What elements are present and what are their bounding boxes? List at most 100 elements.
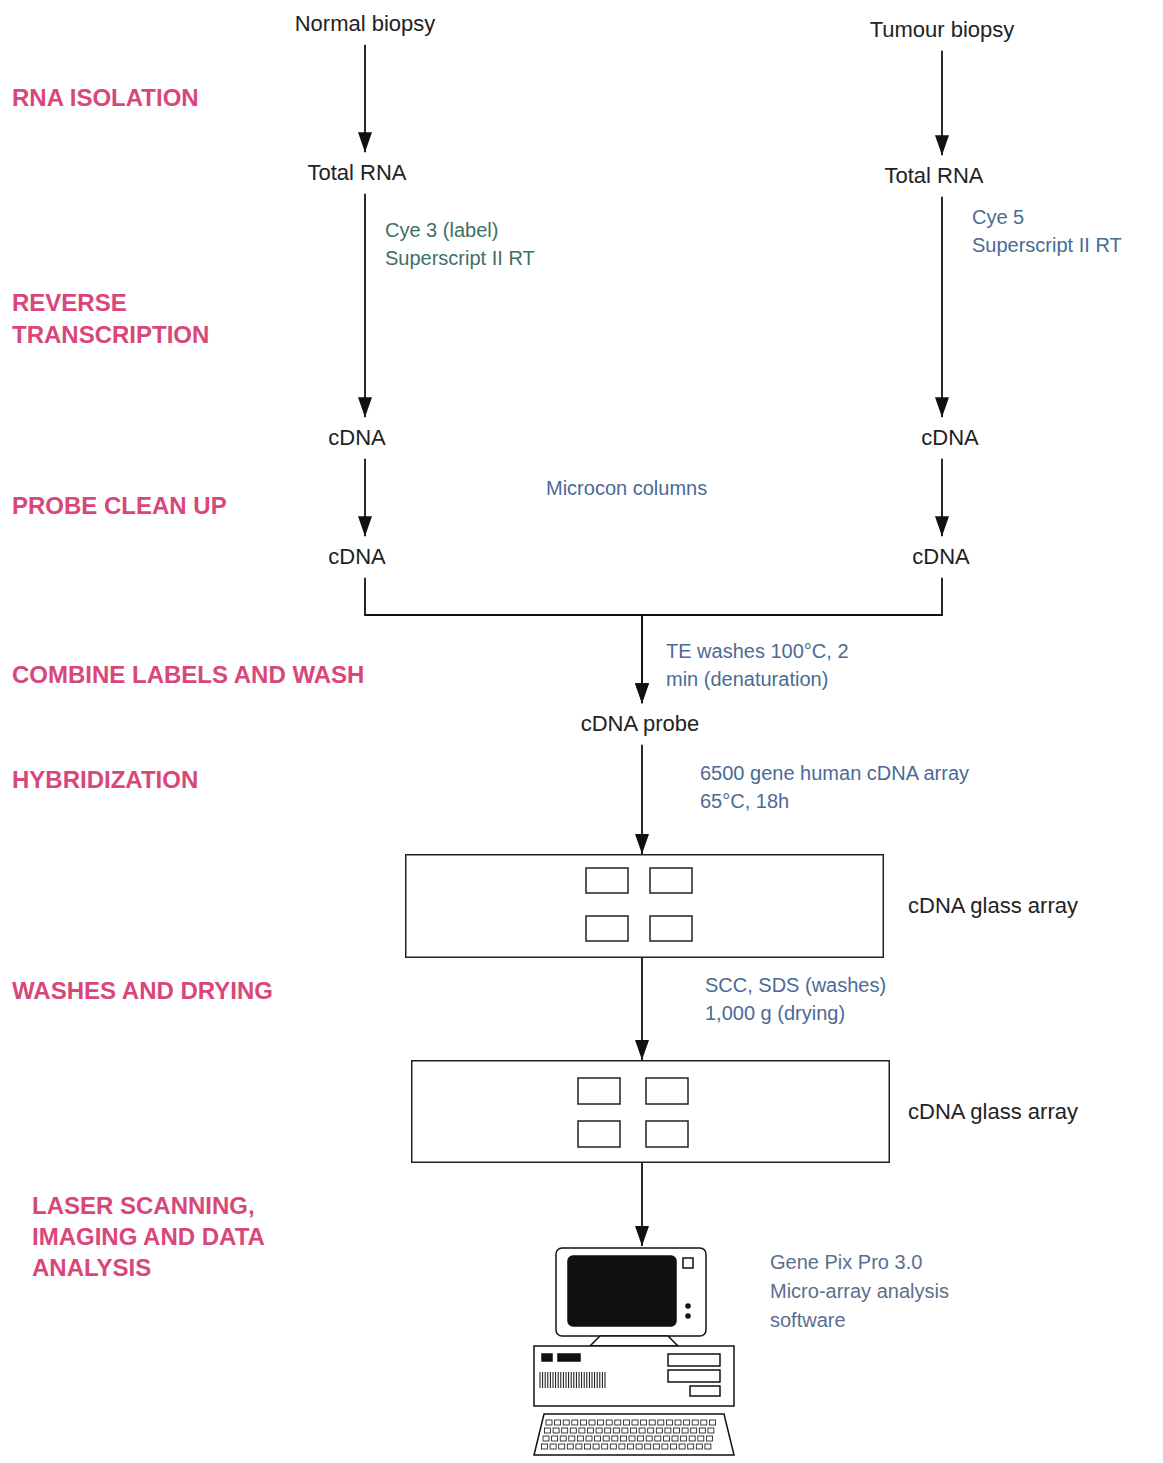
- edge-label: SCC, SDS (washes) 1,000 g (drying): [705, 971, 920, 1027]
- vent-line: [573, 1372, 574, 1388]
- keyboard-key: [653, 1444, 659, 1449]
- keyboard-key: [543, 1436, 549, 1441]
- flow-arrow: [364, 459, 366, 537]
- keyboard-key: [622, 1428, 628, 1433]
- array-slide: [406, 855, 884, 958]
- keyboard-key: [665, 1428, 671, 1433]
- vent-line: [576, 1372, 577, 1388]
- step-product: cDNA: [322, 536, 391, 577]
- keyboard-key: [675, 1420, 681, 1425]
- keyboard-key: [646, 1436, 652, 1441]
- keyboard-key: [620, 1436, 626, 1441]
- keyboard-key: [662, 1444, 668, 1449]
- step-product: cDNA: [322, 417, 391, 458]
- flow-arrow: [941, 197, 943, 418]
- flow-arrow: [641, 745, 643, 854]
- keyboard-key: [658, 1420, 664, 1425]
- sample-label: Tumour biopsy: [864, 9, 1021, 50]
- node-text: cDNA: [921, 425, 978, 450]
- sample-label: Normal biopsy: [289, 3, 442, 44]
- keyboard-key: [595, 1436, 601, 1441]
- stage-heading: COMBINE LABELS AND WASH: [12, 660, 364, 690]
- keyboard-key: [605, 1428, 611, 1433]
- keyboard-key: [603, 1436, 609, 1441]
- flow-arrow: [364, 194, 366, 418]
- keyboard-key: [585, 1444, 591, 1449]
- keyboard-key: [588, 1428, 594, 1433]
- unit-light: [542, 1354, 552, 1361]
- flow-arrow: [941, 459, 943, 537]
- stage-heading: LASER SCANNING, IMAGING AND DATA ANALYSI…: [32, 1190, 277, 1283]
- step-product: Total RNA: [878, 155, 989, 196]
- flow-arrow: [365, 578, 642, 704]
- keyboard-key: [569, 1436, 575, 1441]
- keyboard-key: [706, 1436, 712, 1441]
- keyboard-key: [550, 1444, 556, 1449]
- edge-label: 6500 gene human cDNA array 65°C, 18h: [700, 759, 990, 815]
- vent-line: [545, 1372, 546, 1388]
- keyboard-key: [613, 1428, 619, 1433]
- keyboard-key: [552, 1436, 558, 1441]
- keyboard-key: [545, 1428, 551, 1433]
- keyboard-key: [684, 1420, 690, 1425]
- keyboard-key: [698, 1436, 704, 1441]
- drive-bay: [668, 1354, 720, 1366]
- vent-line: [566, 1372, 567, 1388]
- node-text: Total RNA: [884, 163, 983, 188]
- keyboard-key: [638, 1436, 644, 1441]
- flow-arrow: [364, 45, 366, 153]
- keyboard-key: [560, 1436, 566, 1441]
- node-text: cDNA probe: [581, 711, 700, 736]
- vent-line: [599, 1372, 600, 1388]
- keyboard-key: [645, 1444, 651, 1449]
- node-text: cDNA: [328, 544, 385, 569]
- keyboard-key: [691, 1428, 697, 1433]
- keyboard-key: [572, 1420, 578, 1425]
- keyboard-key: [619, 1444, 625, 1449]
- monitor-case: [556, 1248, 706, 1336]
- keyboard-key: [681, 1436, 687, 1441]
- node-text: Gene Pix Pro 3.0 Micro-array analysis so…: [770, 1248, 960, 1335]
- array-field: [650, 916, 692, 941]
- keyboard-key: [562, 1428, 568, 1433]
- keyboard-key: [615, 1420, 621, 1425]
- keyboard-key: [593, 1444, 599, 1449]
- keyboard-key: [606, 1420, 612, 1425]
- keyboard-key: [671, 1444, 677, 1449]
- keyboard-key: [701, 1420, 707, 1425]
- keyboard-key: [580, 1420, 586, 1425]
- keyboard-key: [567, 1444, 573, 1449]
- stage-heading: WASHES AND DRYING: [12, 976, 273, 1006]
- keyboard-key: [553, 1428, 559, 1433]
- keyboard-key: [570, 1428, 576, 1433]
- array-outline: [405, 854, 884, 958]
- node-text: Normal biopsy: [295, 11, 436, 36]
- keyboard-key: [679, 1444, 685, 1449]
- vent-line: [586, 1372, 587, 1388]
- array-field: [646, 1078, 688, 1104]
- node-text: Tumour biopsy: [870, 17, 1015, 42]
- keyboard-key: [641, 1420, 647, 1425]
- monitor-knob: [686, 1314, 690, 1318]
- keyboard-key: [629, 1436, 635, 1441]
- keyboard: [534, 1414, 734, 1455]
- node-text: cDNA glass array: [908, 893, 1078, 918]
- vent-line: [581, 1372, 582, 1388]
- vent-line: [563, 1372, 564, 1388]
- vent-line: [540, 1372, 541, 1388]
- computer-drawing: [528, 1246, 740, 1458]
- array-field: [578, 1078, 620, 1104]
- keyboard-key: [709, 1420, 715, 1425]
- flow-arrow: [641, 1163, 643, 1246]
- monitor-stand: [590, 1336, 678, 1346]
- edge-label: Cye 3 (label) Superscript II RT: [385, 216, 541, 272]
- node-text: Total RNA: [307, 160, 406, 185]
- array-field: [586, 868, 628, 893]
- flow-arrow: [642, 578, 942, 704]
- keyboard-key: [596, 1428, 602, 1433]
- stage-heading: RNA ISOLATION: [12, 83, 199, 113]
- keyboard-key: [692, 1420, 698, 1425]
- keyboard-key: [546, 1420, 552, 1425]
- stage-heading: REVERSE TRANSCRIPTION: [12, 287, 232, 351]
- keyboard-key: [708, 1428, 714, 1433]
